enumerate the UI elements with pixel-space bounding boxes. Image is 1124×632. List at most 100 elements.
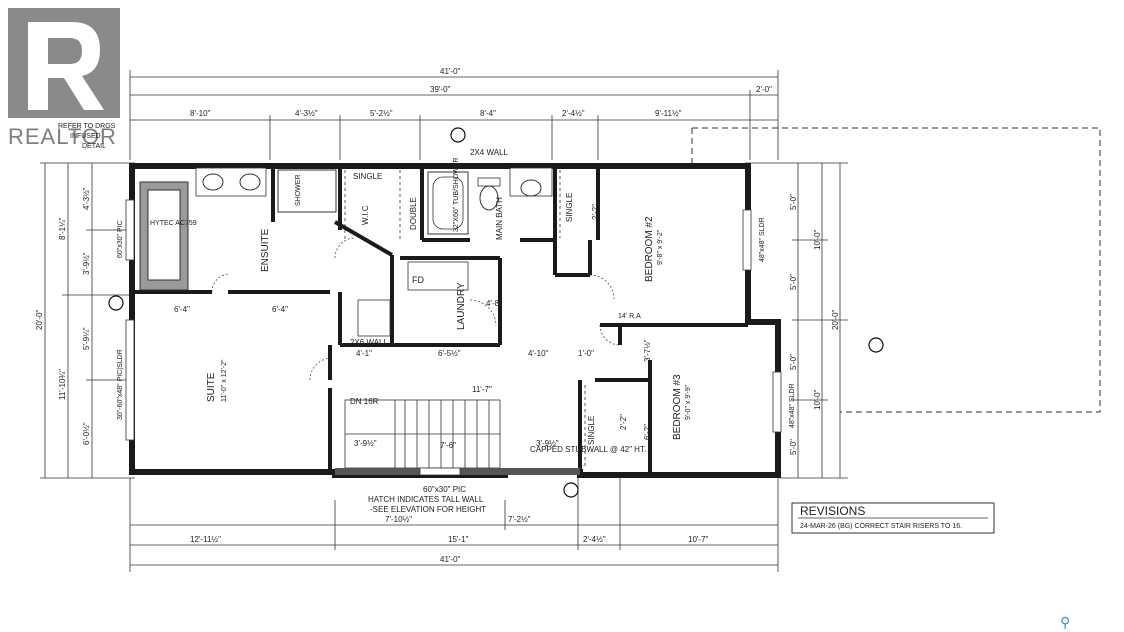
dim-inner-7: 7'-6" [440, 441, 456, 450]
dim-bottom-2: 2'-4½" [583, 535, 606, 544]
dim-bottom-mid-1: 7'-2½" [508, 515, 531, 524]
revisions-box: REVISIONS 24-MAR-26 (BG) CORRECT STAIR R… [791, 502, 995, 534]
single-bedroom3-label: SINGLE [587, 416, 596, 445]
logo-r-glyph [28, 22, 104, 110]
dim-inner-3: 4'-1" [356, 349, 372, 358]
dim-bottom-mid-0: 7'-10½" [385, 515, 412, 524]
dim-top-5: 9'-11½" [655, 109, 682, 118]
dim-inner-15: 4'-8" [486, 299, 502, 308]
room-suite: SUITE [206, 372, 217, 402]
dim-second-top: 39'-0" [430, 85, 451, 94]
dim-inner-9: 3'-9½" [536, 439, 559, 448]
dim-top-0: 8'-10" [190, 109, 211, 118]
dim-left-seg-0: 4'-3½" [82, 187, 91, 210]
main-bath-vanity [509, 167, 553, 197]
dim-inner-13: 6'-2" [643, 424, 652, 440]
room-bedroom2: BEDROOM #2 [644, 216, 655, 282]
dim-inner-12: 3'-7½" [643, 339, 652, 362]
dim-right-seg-0: 5'-0" [789, 194, 798, 210]
dim-inner-10: 1'-0" [578, 349, 594, 358]
room-ensuite: ENSUITE [260, 228, 271, 272]
dim-inner-8: 3'-9½" [354, 439, 377, 448]
location-pin-icon[interactable]: ⚲ [1060, 614, 1071, 630]
single-bedroom2-label: SINGLE [565, 193, 574, 222]
infused-note: INFUSED [70, 133, 101, 140]
main-bath-tub-basin [432, 176, 464, 230]
closet-lines [344, 170, 586, 468]
pic-window-bottom [419, 467, 461, 476]
shower-label: SHOWER [295, 175, 302, 207]
tub-label: HYTEC AC759 [150, 220, 197, 227]
ra-label: 14' R.A [618, 313, 641, 320]
dim-left-lower: 11'-10¾" [58, 369, 67, 400]
detail-note: DETAIL [82, 143, 106, 150]
dim-bottom-0: 12'-11½" [190, 535, 221, 544]
dim-inner-2: 6'-4" [272, 305, 288, 314]
dim-top-2: 5'-2½" [370, 109, 393, 118]
window-left-upper-label: 60"x30" PIC [117, 220, 124, 258]
dim-right-seg-1: 5'-0" [789, 274, 798, 290]
dim-left-seg-1: 3'-9½" [82, 252, 91, 275]
dim-inner-6: 11'-7" [472, 385, 492, 394]
room-bedroom3-size: 9'-0" x 9'-9" [685, 384, 692, 420]
window-left-lower [125, 319, 135, 441]
dim-right-seg-3: 5'-0" [789, 439, 798, 455]
door-swings [211, 237, 621, 381]
dashed-outline [692, 127, 1101, 413]
capped-label: CAPPED STUBWALL @ 42" HT. [530, 445, 646, 454]
hatch-note-1: HATCH INDICATES TALL WALL [368, 495, 484, 504]
single-label: SINGLE [353, 172, 382, 181]
top-dimension-lines [40, 70, 848, 572]
hatch-note-2: -SEE ELEVATION FOR HEIGHT [370, 505, 486, 514]
dim-right-upper: 10'-0" [813, 229, 822, 250]
dim-top-4: 2'-4½" [562, 109, 585, 118]
realtor-logo-text: REALTOR [8, 124, 117, 149]
staircase [344, 399, 501, 469]
stairs-down-label: DN 16R [350, 397, 379, 406]
revisions-entry: 24-MAR-26 (BG) CORRECT STAIR RISERS TO 1… [800, 523, 962, 530]
dim-right-top: 2'-0" [756, 85, 772, 94]
dim-left-seg-3: 6'-0½" [82, 422, 91, 445]
laundry-machine [407, 261, 469, 291]
dim-left-seg-2: 5'-9¼" [82, 327, 91, 350]
toilet [477, 177, 501, 211]
window-left-lower-label: 30"-60"x48" PIC|SLDR [117, 349, 124, 420]
window-bedroom2-label: 48"x48" SLDR [759, 217, 766, 262]
dim-inner-14: 2'-2" [619, 414, 628, 430]
ensuite-shower [277, 169, 337, 213]
dim-inner-4: 6'-5½" [438, 349, 461, 358]
dim-overall-top: 41'-0" [440, 67, 461, 76]
window-bedroom2 [742, 209, 752, 271]
dim-bottom-3: 10'-7" [688, 535, 709, 544]
dim-overall-bottom: 41'-0" [440, 555, 461, 564]
wall-2x6-label: 2X6 WALL [350, 338, 388, 347]
dim-left-upper: 8'-1¼" [58, 217, 67, 240]
dim-right-overall: 20'-0" [831, 309, 840, 330]
room-bedroom3: BEDROOM #3 [672, 374, 683, 440]
room-suite-size: 11'-0" x 12'-2" [221, 359, 228, 402]
window-left-upper [125, 199, 135, 261]
wall-2x4-label: 2X4 WALL [470, 148, 508, 157]
dim-top-3: 8'-4" [480, 109, 496, 118]
bathtub [147, 189, 181, 281]
fd-label: FD [412, 275, 424, 285]
section-markers [108, 127, 884, 498]
dim-right-lower: 10'-0" [813, 389, 822, 410]
window-bedroom3-label: 48"x48" SLDR [789, 383, 796, 428]
dim-inner-5: 4'-10" [528, 349, 549, 358]
room-laundry: LAUNDRY [456, 282, 467, 330]
bottom-pic-window-label: 60"x30" PIC [423, 485, 466, 494]
utility-sink [357, 299, 391, 337]
tub-shower-label: 32"X60" TUB/SHOWER [453, 158, 460, 232]
window-bedroom3 [772, 371, 782, 433]
dim-inner-1: 6'-4" [174, 305, 190, 314]
dim-bottom-1: 15'-1" [448, 535, 469, 544]
ensuite-vanity [195, 167, 267, 197]
refer-note: REFER TO DRGS [58, 123, 116, 130]
dim-top-1: 4'-3½" [295, 109, 318, 118]
dim-inner-11: 2'-2" [591, 204, 600, 220]
interior-walls [132, 166, 748, 472]
dim-right-seg-2: 5'-0" [789, 354, 798, 370]
room-wic: W.I.C [361, 205, 370, 225]
